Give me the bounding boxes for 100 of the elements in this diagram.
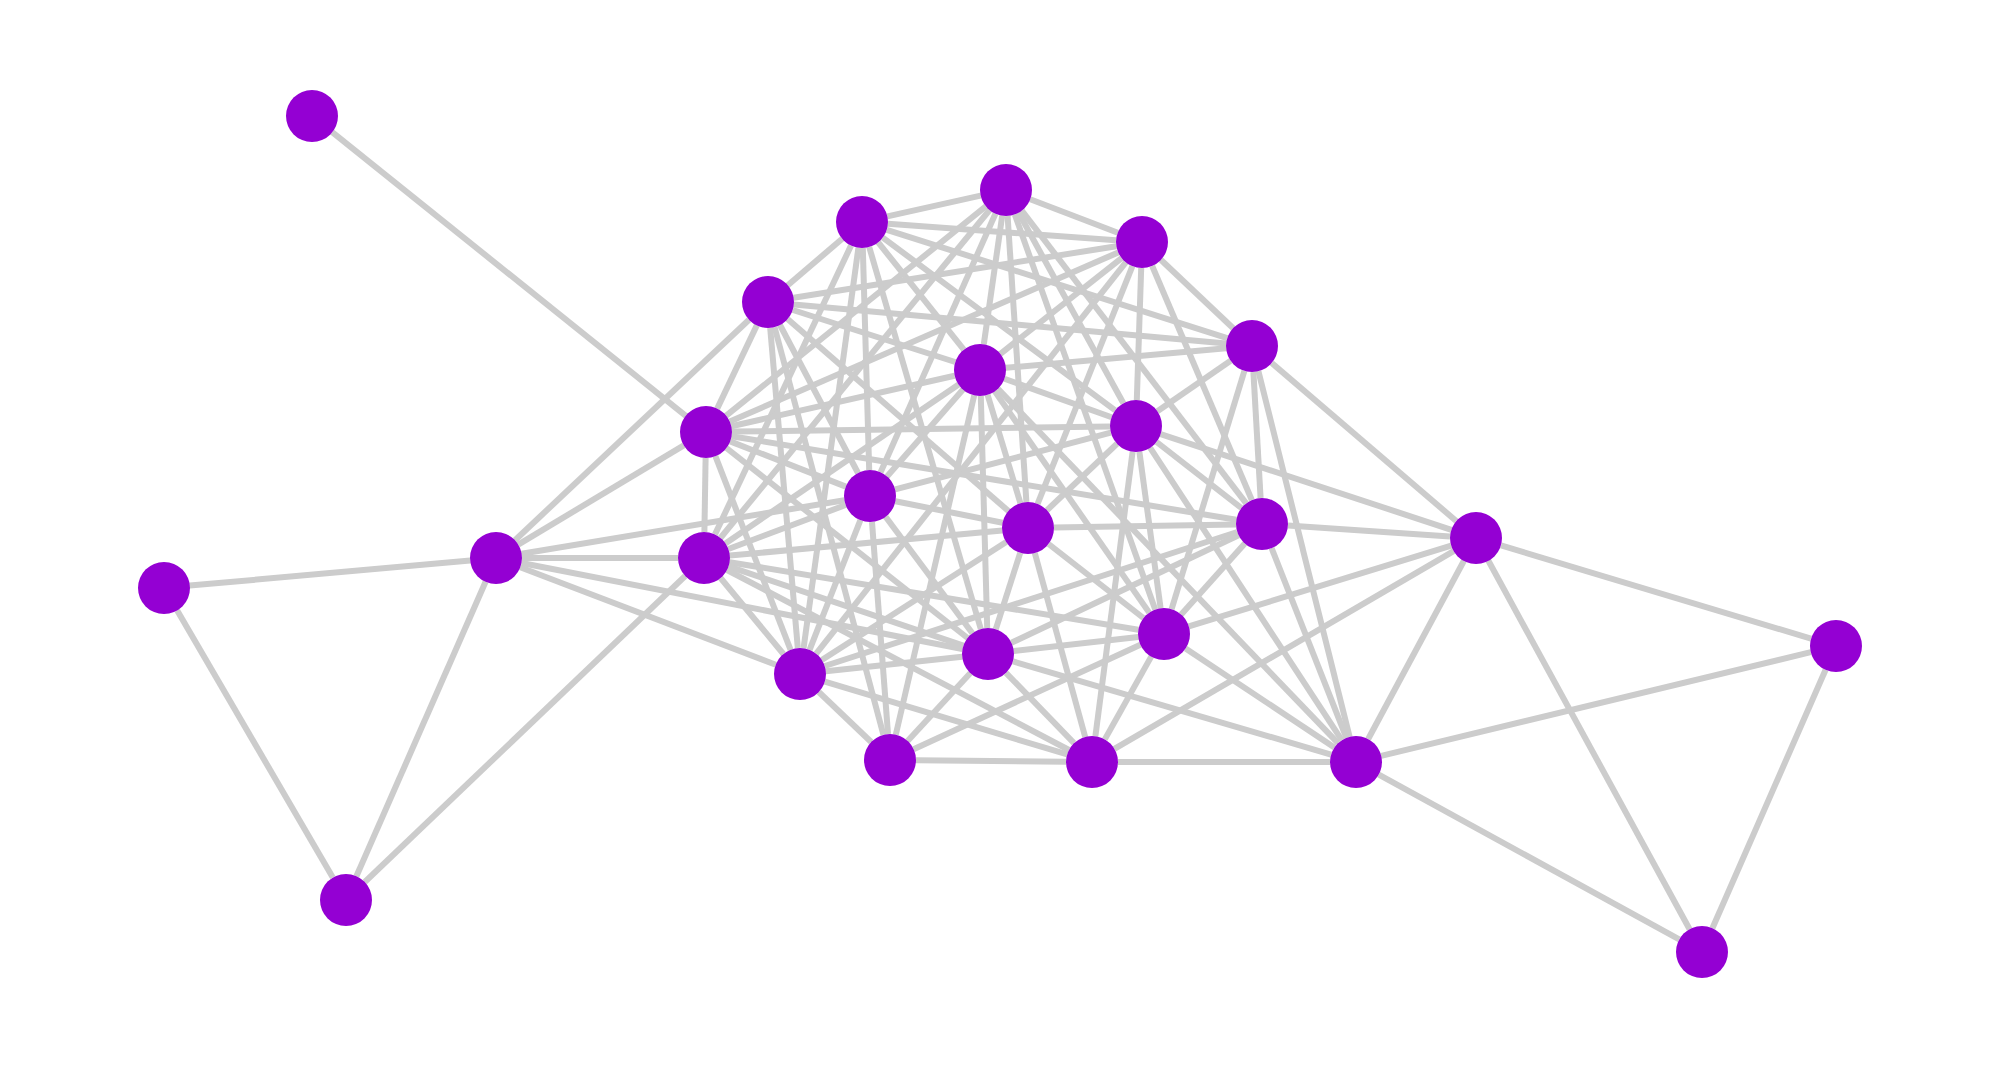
node-circle [1330,736,1382,788]
node-circle [470,532,522,584]
edge-line [885,226,1229,342]
edge-line [718,208,992,540]
node-circle [1066,736,1118,788]
edge-line [729,527,1003,559]
edge-line [724,204,988,418]
edge-line [881,235,1117,413]
node-circle [1138,608,1190,660]
edge-line [884,387,966,479]
edge-line [512,317,752,543]
edge-line [1500,542,1812,642]
edge-line [912,642,1142,752]
edge-line [1187,542,1453,630]
edge-line [998,255,1124,357]
edge-line [714,324,760,410]
edge-line [820,539,1008,663]
edge-line [791,307,957,365]
edge-line [516,442,686,548]
edge-line [980,215,1006,345]
edge-line [1158,257,1236,331]
edge-line [362,573,688,885]
edge-line [1015,211,1127,405]
node-circle [678,532,730,584]
edge-line [1102,655,1154,741]
edge-line [728,249,1120,425]
edge-line [1053,521,1237,531]
node-circle [680,406,732,458]
edge-line [727,502,847,552]
edge-line [1380,649,1812,759]
edge-line [1485,559,1693,931]
edge-line [1046,541,1146,621]
edge-line [1034,265,1136,505]
edge-line [877,212,999,474]
edge-line [816,689,874,745]
edge-line [883,515,975,635]
edge-line [731,433,1237,523]
edge-line [1183,645,1337,751]
node-circle [954,344,1006,396]
edge-line [823,678,1069,758]
edge-line [1003,670,1077,746]
edge-line [729,438,847,490]
node-circle [1810,620,1862,672]
edge-line [727,563,965,649]
edge-line [1003,375,1113,421]
edge-line [1019,208,1249,506]
edge-line [1250,371,1264,499]
edge-line [800,247,862,649]
node-circle [1002,502,1054,554]
edge-line [1255,370,1353,738]
edge-line [353,580,489,878]
edge-line [1005,345,1227,371]
edge-line [866,246,984,630]
edge-line [730,372,956,430]
edge-line [995,386,1341,746]
edge-line [813,260,1129,656]
edge-line [777,323,861,475]
node-circle [844,470,896,522]
node-circle [1226,320,1278,372]
node-circle [742,276,794,328]
node-circle [980,164,1032,216]
edge-line [712,455,794,651]
edge-line [892,394,978,736]
edge-line [1010,532,1240,646]
edge-line [992,551,1024,631]
node-circle [138,562,190,614]
edge-line [725,567,1071,753]
edge-line [859,247,873,471]
edge-line [785,316,1011,514]
edge-line [724,445,970,641]
edge-line [905,670,973,744]
node-circle [1450,512,1502,564]
edge-line [1269,360,1459,524]
edge-line [189,557,471,589]
edge-line [875,240,967,352]
edge-line [806,519,864,651]
edge-line [521,560,963,652]
edge-line [1287,522,1451,540]
edge-line [977,395,991,629]
edge-line [1268,547,1350,739]
edge-line [1159,431,1453,533]
edge-line [992,389,1152,615]
edge-line [825,653,963,675]
edge-line [522,555,678,561]
edge-line [869,521,891,735]
edge-line [1118,759,1330,765]
edge-line [1004,215,1030,503]
node-circle [320,874,372,926]
edge-line [174,608,336,880]
edge-line [1029,196,1119,236]
edge-line [886,192,982,220]
node-circle [1116,216,1168,268]
edge-line [1149,264,1255,502]
edge-line [723,382,961,546]
edge-line [894,498,1004,526]
edge-line [767,327,801,649]
edge-line [519,564,777,668]
edge-line [894,429,1112,493]
edge-line [729,559,1139,633]
edge-line [1365,559,1467,741]
